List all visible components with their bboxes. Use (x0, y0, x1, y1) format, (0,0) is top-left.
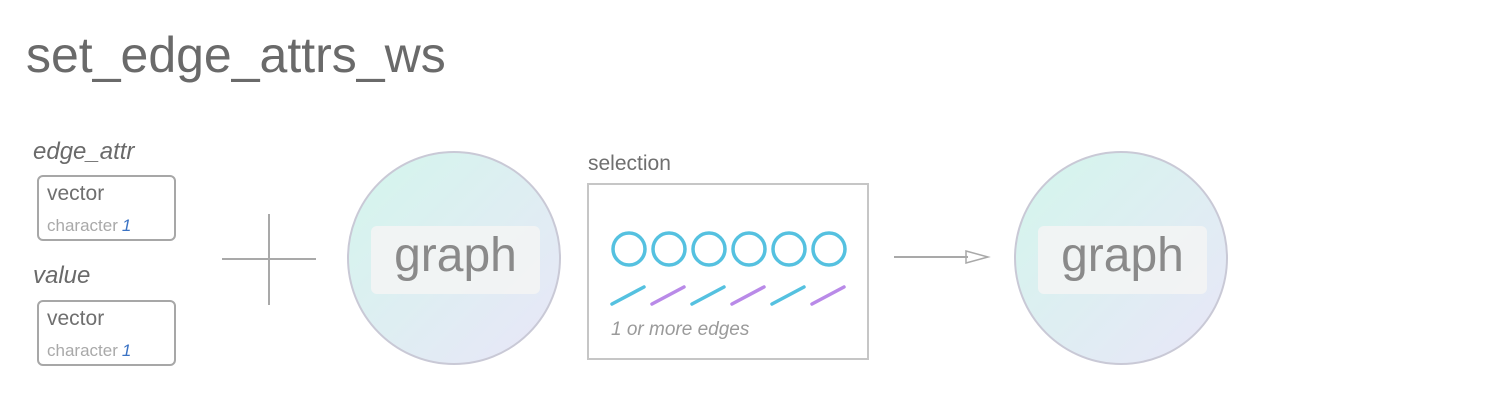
edge-icon (730, 285, 766, 306)
graph-input-label-bg (371, 226, 540, 294)
edge-icon (810, 285, 846, 306)
selection-label: selection (588, 152, 671, 175)
arg-label-edge-attr: edge_attr (33, 138, 135, 165)
selection-caption: 1 or more edges (611, 319, 750, 340)
plus-icon (222, 214, 316, 305)
graph-input-label: graph (394, 229, 517, 282)
node-icon (651, 231, 687, 267)
edge-row (610, 285, 846, 306)
node-row (611, 231, 847, 267)
type-label: vector (47, 182, 105, 205)
edge-icon (610, 285, 646, 306)
graph-output-label: graph (1061, 229, 1184, 282)
length-label: 1 (121, 341, 132, 360)
node-icon (691, 231, 727, 267)
node-icon (771, 231, 807, 267)
selection-box (587, 183, 869, 360)
node-icon (811, 231, 847, 267)
edge-icon (650, 285, 686, 306)
length-label: 1 (121, 216, 132, 235)
edge-icon (770, 285, 806, 306)
graph-output-label-bg (1038, 226, 1207, 294)
arg-label-value: value (33, 262, 91, 289)
edge-icon (690, 285, 726, 306)
node-icon (731, 231, 767, 267)
type-label: vector (47, 307, 105, 330)
node-icon (611, 231, 647, 267)
arrow-icon (894, 250, 991, 264)
page-title: set_edge_attrs_ws (26, 27, 446, 83)
